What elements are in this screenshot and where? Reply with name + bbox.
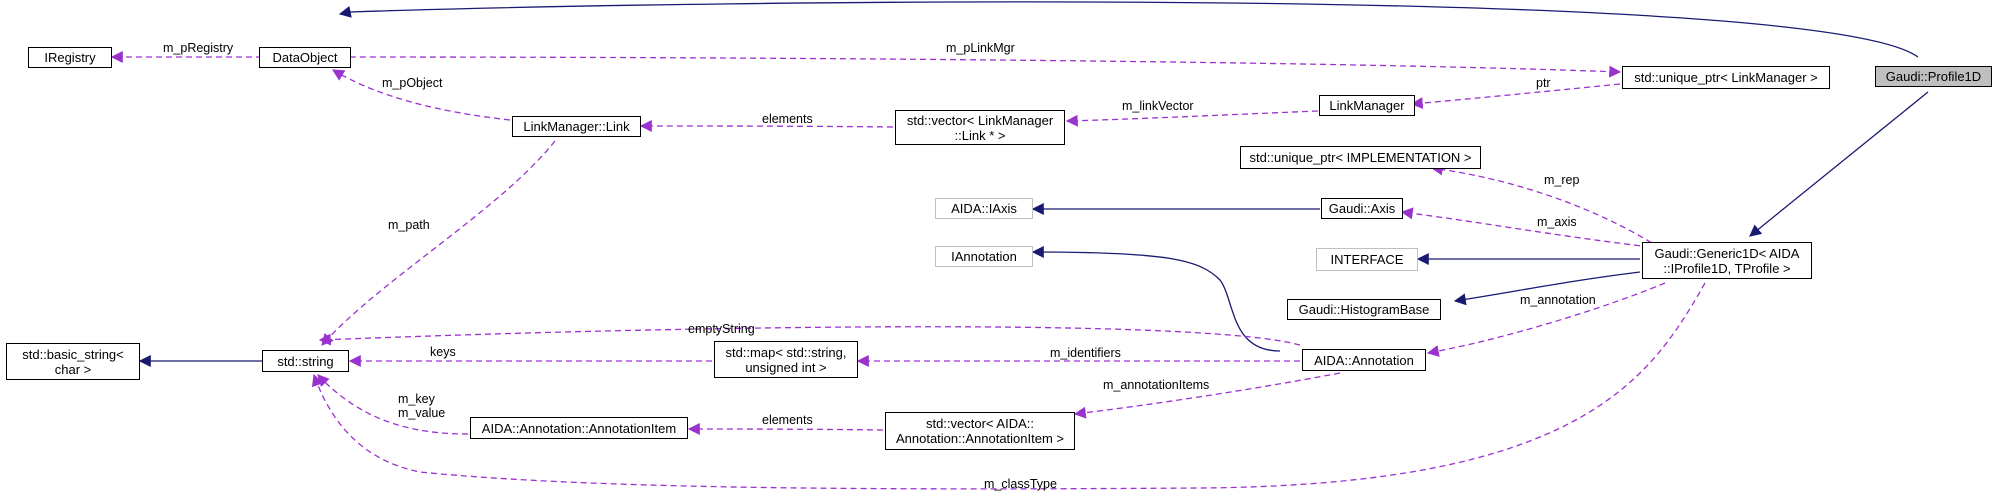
label-ptr: ptr	[1536, 76, 1551, 90]
label-m-annotation: m_annotation	[1520, 293, 1596, 307]
label-m-rep: m_rep	[1544, 173, 1580, 187]
node-generic1d[interactable]: Gaudi::Generic1D< AIDA ::IProfile1D, TPr…	[1642, 242, 1812, 279]
node-vector-link[interactable]: std::vector< LinkManager ::Link * >	[895, 110, 1065, 145]
edge-vector-items-to-item	[687, 423, 884, 436]
label-m-pobject: m_pObject	[382, 76, 443, 90]
node-histogrambase[interactable]: Gaudi::HistogramBase	[1287, 299, 1441, 320]
label-emptystring: emptyString	[688, 322, 755, 336]
edge-link-to-stdstring	[321, 140, 556, 346]
label-keys: keys	[430, 345, 456, 359]
node-iregistry[interactable]: IRegistry	[28, 47, 112, 68]
edge-generic1d-to-annotation	[1426, 282, 1666, 357]
node-std-map[interactable]: std::map< std::string, unsigned int >	[714, 341, 858, 378]
edge-uniqueptr-to-linkmanager	[1410, 83, 1621, 110]
node-unique-ptr-linkmanager[interactable]: std::unique_ptr< LinkManager >	[1622, 66, 1830, 89]
edge-linkmanager-to-vector	[1065, 110, 1319, 127]
node-linkmanager-link[interactable]: LinkManager::Link	[512, 116, 641, 137]
node-basic-string[interactable]: std::basic_string< char >	[6, 343, 140, 380]
node-unique-ptr-implementation[interactable]: std::unique_ptr< IMPLEMENTATION >	[1240, 146, 1481, 169]
node-iannotation[interactable]: IAnnotation	[935, 246, 1033, 267]
edge-dataobject-to-uniqueptr-linkmgr	[349, 56, 1622, 78]
edge-generic1d-to-stdstring	[311, 282, 1706, 490]
edge-annotation-to-stdstring	[318, 326, 1301, 346]
node-interface[interactable]: INTERFACE	[1316, 248, 1418, 271]
node-dataobject[interactable]: DataObject	[259, 47, 351, 68]
node-std-string[interactable]: std::string	[262, 350, 349, 372]
label-m-linkvector: m_linkVector	[1122, 99, 1194, 113]
label-m-plinkmgr: m_pLinkMgr	[946, 41, 1015, 55]
edge-item-to-stdstring	[317, 374, 469, 435]
edge-generic1d-to-histogrambase	[1453, 271, 1641, 306]
node-profile1d[interactable]: Gaudi::Profile1D	[1875, 66, 1992, 87]
label-m-identifiers: m_identifiers	[1050, 346, 1121, 360]
label-elements-item: elements	[762, 413, 813, 427]
node-vector-annotation-item[interactable]: std::vector< AIDA:: Annotation::Annotati…	[885, 412, 1075, 450]
label-m-pregistry: m_pRegistry	[163, 41, 234, 55]
label-m-path: m_path	[388, 218, 430, 232]
label-m-classtype: m_classType	[984, 477, 1057, 491]
node-aida-annotation[interactable]: AIDA::Annotation	[1302, 349, 1426, 371]
edge-annotation-to-iannotation	[1031, 246, 1281, 352]
label-m-key-value: m_key m_value	[398, 392, 446, 420]
node-annotation-item[interactable]: AIDA::Annotation::AnnotationItem	[470, 417, 688, 439]
label-m-axis: m_axis	[1537, 215, 1577, 229]
edge-link-to-dataobject	[331, 69, 511, 121]
edge-profile1d-to-dataobject	[338, 1, 1919, 58]
node-linkmanager[interactable]: LinkManager	[1319, 95, 1415, 116]
edge-vector-to-link	[639, 120, 894, 133]
node-gaudi-axis[interactable]: Gaudi::Axis	[1321, 198, 1403, 219]
edge-generic1d-to-uniqueptr-impl	[1430, 163, 1661, 249]
edge-generic1d-to-axis	[1400, 207, 1651, 248]
edge-profile1d-to-generic1d	[1749, 91, 1929, 237]
label-m-annotationitems: m_annotationItems	[1103, 378, 1210, 392]
node-aida-iaxis[interactable]: AIDA::IAxis	[935, 198, 1033, 219]
edge-annotation-to-vector-items	[1073, 372, 1341, 419]
label-elements-link: elements	[762, 112, 813, 126]
